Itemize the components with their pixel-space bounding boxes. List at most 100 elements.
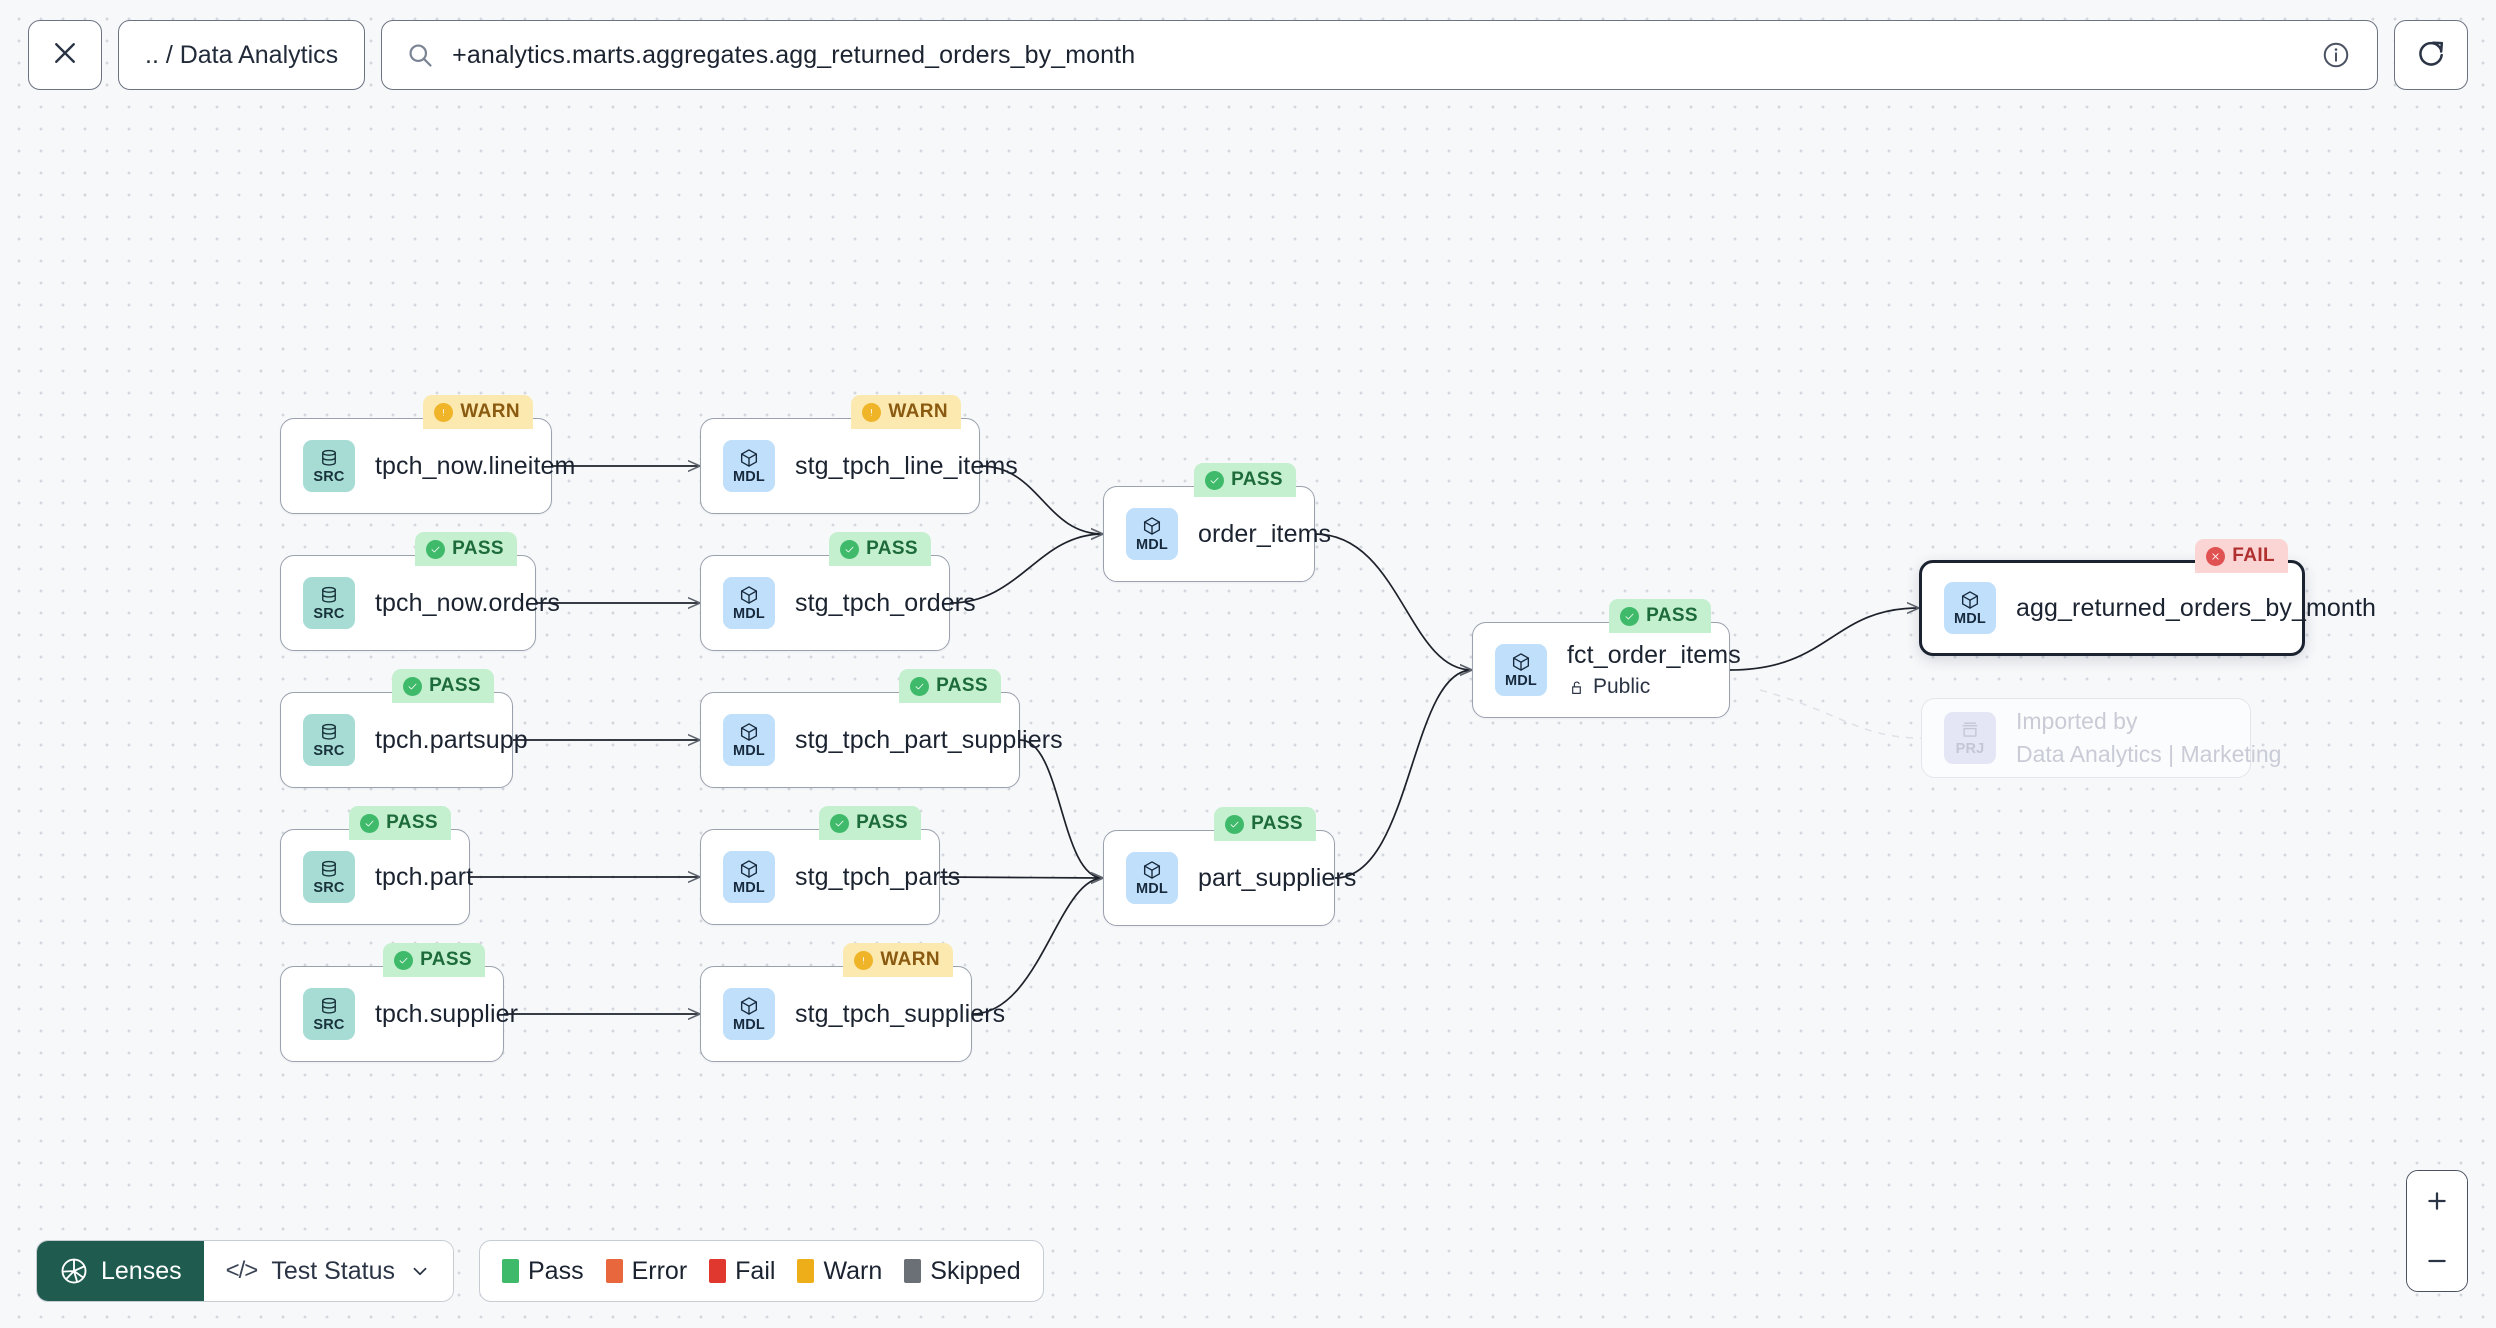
test-status-label: Test Status xyxy=(271,1256,395,1285)
graph-node-tpch_part[interactable]: SRC tpch.part PASS xyxy=(280,806,474,925)
graph-node-stg_tpch_orders[interactable]: MDL stg_tpch_orders PASS xyxy=(700,532,976,651)
status-badge-pass: PASS xyxy=(415,532,517,566)
cube-icon xyxy=(738,721,760,743)
status-badge-warn: WARN xyxy=(843,943,953,977)
status-badge-pass: PASS xyxy=(899,669,1001,703)
zoom-in-button[interactable] xyxy=(2407,1171,2467,1231)
legend-item-pass[interactable]: Pass xyxy=(502,1257,584,1286)
graph-node-agg_returned_orders_by_month[interactable]: MDL agg_returned_orders_by_month FAIL xyxy=(1919,539,2376,656)
status-badge-pass: PASS xyxy=(1194,463,1296,497)
pass-status-icon xyxy=(830,813,850,833)
plus-icon xyxy=(2424,1188,2450,1214)
database-icon xyxy=(318,858,340,880)
node-title: tpch.supplier xyxy=(375,999,519,1028)
type-badge-label: SRC xyxy=(313,606,345,623)
refresh-icon xyxy=(2415,37,2447,74)
database-icon xyxy=(318,584,340,606)
lens-control-group: Lenses </> Test Status xyxy=(36,1240,454,1302)
database-icon xyxy=(318,995,340,1017)
prj-type-badge: PRJ xyxy=(1944,712,1996,764)
pass-status-icon xyxy=(1620,606,1640,626)
legend-item-fail[interactable]: Fail xyxy=(709,1257,775,1286)
mdl-type-badge: MDL xyxy=(723,851,775,903)
ghost-node-line1: Imported by xyxy=(2016,708,2138,734)
legend-swatch-skipped xyxy=(904,1259,922,1283)
status-badge-label: WARN xyxy=(888,401,948,422)
src-type-badge: SRC xyxy=(303,851,355,903)
chevron-down-icon xyxy=(409,1260,431,1282)
fail-status-icon xyxy=(2206,546,2226,566)
node-title: stg_tpch_orders xyxy=(795,588,976,617)
src-type-badge: SRC xyxy=(303,440,355,492)
cube-icon xyxy=(1141,515,1163,537)
archive-icon xyxy=(1959,719,1981,741)
status-badge-label: FAIL xyxy=(2232,545,2275,566)
node-visibility-label: Public xyxy=(1593,675,1651,698)
legend-item-skipped[interactable]: Skipped xyxy=(904,1256,1021,1286)
legend-item-warn[interactable]: Warn xyxy=(797,1257,882,1286)
status-badge-label: WARN xyxy=(460,401,520,422)
pass-status-icon xyxy=(394,950,414,970)
close-button[interactable] xyxy=(28,20,102,90)
status-badge-label: PASS xyxy=(1251,813,1303,834)
database-icon xyxy=(318,447,340,469)
info-icon[interactable] xyxy=(2321,40,2351,70)
lenses-label: Lenses xyxy=(101,1256,182,1285)
node-title: tpch.part xyxy=(375,862,474,891)
close-icon xyxy=(50,38,80,73)
pass-status-icon xyxy=(360,813,380,833)
status-badge-pass: PASS xyxy=(349,806,451,840)
mdl-type-badge: MDL xyxy=(723,714,775,766)
test-status-dropdown[interactable]: </> Test Status xyxy=(203,1241,453,1301)
refresh-button[interactable] xyxy=(2394,20,2468,90)
node-title: stg_tpch_part_suppliers xyxy=(795,725,1063,754)
legend-label: Error xyxy=(631,1256,688,1285)
type-badge-label: MDL xyxy=(1953,611,1986,628)
legend-label: Warn xyxy=(823,1256,883,1285)
node-title: agg_returned_orders_by_month xyxy=(2016,593,2376,622)
breadcrumb[interactable]: .. / Data Analytics xyxy=(118,20,366,90)
lenses-button[interactable]: Lenses xyxy=(37,1241,204,1301)
search-query-text: +analytics.marts.aggregates.agg_returned… xyxy=(452,40,1136,69)
pass-status-icon xyxy=(426,539,446,559)
node-title: stg_tpch_suppliers xyxy=(795,999,1006,1028)
zoom-out-button[interactable] xyxy=(2407,1231,2467,1291)
legend-item-error[interactable]: Error xyxy=(605,1256,688,1286)
type-badge-label: MDL xyxy=(732,1017,765,1034)
type-badge-label: MDL xyxy=(732,743,765,760)
status-badge-label: PASS xyxy=(856,812,908,833)
type-badge-label: MDL xyxy=(732,880,765,897)
bottom-toolbar: Lenses </> Test Status Pass Error Fail Warn… xyxy=(36,1240,1044,1302)
graph-node-stg_tpch_part_suppliers[interactable]: MDL stg_tpch_part_suppliers PASS xyxy=(700,669,1063,788)
aperture-icon xyxy=(59,1256,89,1286)
legend-label: Skipped xyxy=(930,1256,1021,1285)
search-input[interactable]: +analytics.marts.aggregates.agg_returned… xyxy=(381,20,2378,90)
type-badge-label: MDL xyxy=(1135,537,1168,554)
mdl-type-badge: MDL xyxy=(723,577,775,629)
search-icon xyxy=(406,41,434,69)
status-badge-label: PASS xyxy=(866,538,918,559)
status-badge-label: PASS xyxy=(386,812,438,833)
type-badge-label: SRC xyxy=(313,1017,345,1034)
mdl-type-badge: MDL xyxy=(723,440,775,492)
type-badge-label: SRC xyxy=(313,469,345,486)
graph-node-stg_tpch_suppliers[interactable]: MDL stg_tpch_suppliers WARN xyxy=(700,943,1006,1062)
status-badge-warn: WARN xyxy=(423,395,533,429)
warn-status-icon xyxy=(862,402,882,422)
status-badge-warn: WARN xyxy=(851,395,961,429)
minus-icon xyxy=(2424,1248,2450,1274)
type-badge-label: MDL xyxy=(732,469,765,486)
